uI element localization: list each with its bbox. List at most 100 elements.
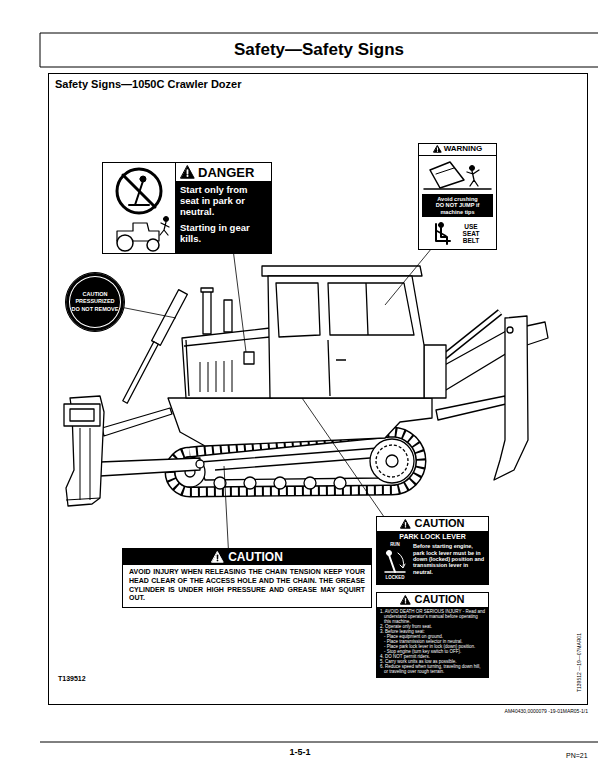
list-item: 2. Operate only from seat. — [380, 624, 485, 629]
danger-sign: DANGER Start only from seat in park or ne… — [102, 162, 272, 254]
exhaust-stack — [201, 288, 213, 334]
sign-header: CAUTION — [123, 549, 371, 565]
icon-part — [405, 598, 406, 601]
cab — [268, 276, 424, 398]
icon-part — [140, 176, 146, 182]
sign-header: CAUTION — [377, 593, 488, 607]
sign-body: PARK LOCK LEVERRUNLOCKEDBefore starting … — [377, 531, 488, 584]
list-item: - Place transmission selector in neutral… — [380, 639, 485, 644]
sprocket-hub — [386, 455, 398, 467]
sign-text: USE SEAT BELT — [458, 223, 484, 244]
blade-top-plate — [64, 404, 100, 426]
sign-text: Starting in gear kills. — [180, 223, 267, 245]
list-item: 6. Reduce speed when turning, traveling … — [380, 664, 485, 674]
track-rollers — [214, 477, 346, 489]
alert-triangle — [180, 165, 195, 179]
fuel-tank — [424, 345, 446, 398]
sign-text: Before starting engine, park lock lever … — [413, 543, 485, 581]
icon-part — [424, 188, 491, 190]
cab-roof — [262, 266, 422, 276]
icon-part — [470, 166, 475, 171]
decal-text: DO NOT REMOVE — [72, 306, 119, 313]
hood-line — [184, 337, 270, 396]
list-item: - Stop engine (turn key switch to OFF). — [380, 649, 485, 654]
caution-sign: CAUTIONAVOID INJURY WHEN RELEASING THE C… — [122, 548, 372, 608]
page-number: 1-5-1 — [289, 747, 310, 757]
title-rule — [40, 33, 598, 67]
hood-louvers — [200, 360, 232, 392]
sign-header: DANGER — [176, 163, 271, 182]
icon-part — [217, 555, 219, 558]
icon-part — [437, 231, 446, 236]
lever-pictogram-area: RUNLOCKED — [380, 543, 410, 581]
list-item: 1. AVOID DEATH OR SERIOUS INJURY - Read … — [380, 609, 485, 624]
icon-part — [437, 148, 438, 150]
ripper-pin — [507, 327, 513, 333]
signal-word: CAUTION — [414, 518, 464, 529]
precleaner — [224, 300, 232, 332]
warning-sign: WARNING Avoid crushing DO NOT JUMP if mac… — [418, 143, 497, 250]
sign-row: RUNLOCKEDBefore starting engine, park lo… — [380, 543, 485, 581]
sign-header: WARNING — [419, 144, 496, 156]
alert-triangle — [400, 595, 411, 605]
trunnion — [196, 460, 204, 468]
signal-word: CAUTION — [414, 594, 464, 605]
alert-triangle — [400, 519, 411, 529]
icon-part — [212, 552, 223, 562]
list-item: 4. DO NOT permit riders. — [380, 654, 485, 659]
main-frame — [168, 398, 432, 446]
footer-rule — [40, 742, 598, 743]
ripper-beam — [432, 322, 548, 396]
tip-over-pictogram — [420, 158, 495, 192]
icon-part — [123, 175, 155, 207]
ripper-link — [436, 396, 506, 420]
sprocket-teeth — [376, 445, 408, 477]
sign-panel: DANGER Start only from seat in park or ne… — [175, 163, 271, 253]
list-item: - Place park lock lever in lock (down) p… — [380, 644, 485, 649]
icon-part — [164, 217, 169, 222]
icon-part — [437, 151, 438, 152]
sign-text: Start only from seat in park or neutral. — [180, 185, 267, 218]
sign-body: Start only from seat in park or neutral.… — [176, 182, 271, 253]
panel-heading: Safety Signs—1050C Crawler Dozer — [49, 74, 247, 94]
icon-part — [117, 235, 133, 251]
icon-part — [181, 166, 194, 178]
icon-part — [187, 175, 189, 177]
icon-part — [467, 170, 479, 186]
icon-part — [217, 559, 219, 561]
lift-cylinder-rod — [123, 342, 158, 403]
blade-line — [66, 428, 100, 500]
sign-text: Avoid crushing DO NOT JUMP if machine ti… — [434, 196, 482, 215]
icon-part — [405, 525, 406, 527]
park-lever-pictogram — [380, 548, 410, 576]
signal-word: DANGER — [198, 166, 254, 179]
caution-sign: CAUTION PARK LOCK LEVERRUNLOCKEDBefore st… — [376, 516, 489, 585]
icon-part — [160, 222, 169, 235]
panel-frame: Safety Signs—1050C Crawler DozerDANGER St… — [48, 73, 588, 705]
sign-row: USE SEAT BELT — [428, 217, 487, 249]
ripper-shank — [494, 316, 528, 480]
cab-side-window — [328, 283, 414, 335]
lift-cylinder — [152, 290, 188, 346]
icon-part — [129, 204, 149, 206]
list-item: 3. Before leaving seat: — [380, 629, 485, 634]
list-item: 5. Carry work units as low as possible. — [380, 659, 485, 664]
sign-decal — [244, 352, 254, 364]
icon-part — [430, 162, 464, 188]
sign-body: 1. AVOID DEATH OR SERIOUS INJURY - Read … — [377, 607, 488, 677]
sign-header: CAUTION — [377, 517, 488, 531]
cab-door-line — [328, 283, 368, 396]
blade-plate-inner — [70, 409, 94, 421]
track-frame-line — [215, 458, 370, 470]
signal-word: CAUTION — [228, 551, 283, 563]
page-part-number: PN=21 — [566, 752, 588, 760]
track-frame — [200, 448, 380, 480]
icon-part — [147, 239, 159, 251]
icon-part — [389, 555, 395, 572]
drive-sprocket — [370, 439, 414, 483]
icon-part — [187, 170, 189, 174]
blade-brace — [102, 408, 172, 436]
icon-part — [401, 519, 410, 527]
icon-part — [387, 551, 392, 556]
